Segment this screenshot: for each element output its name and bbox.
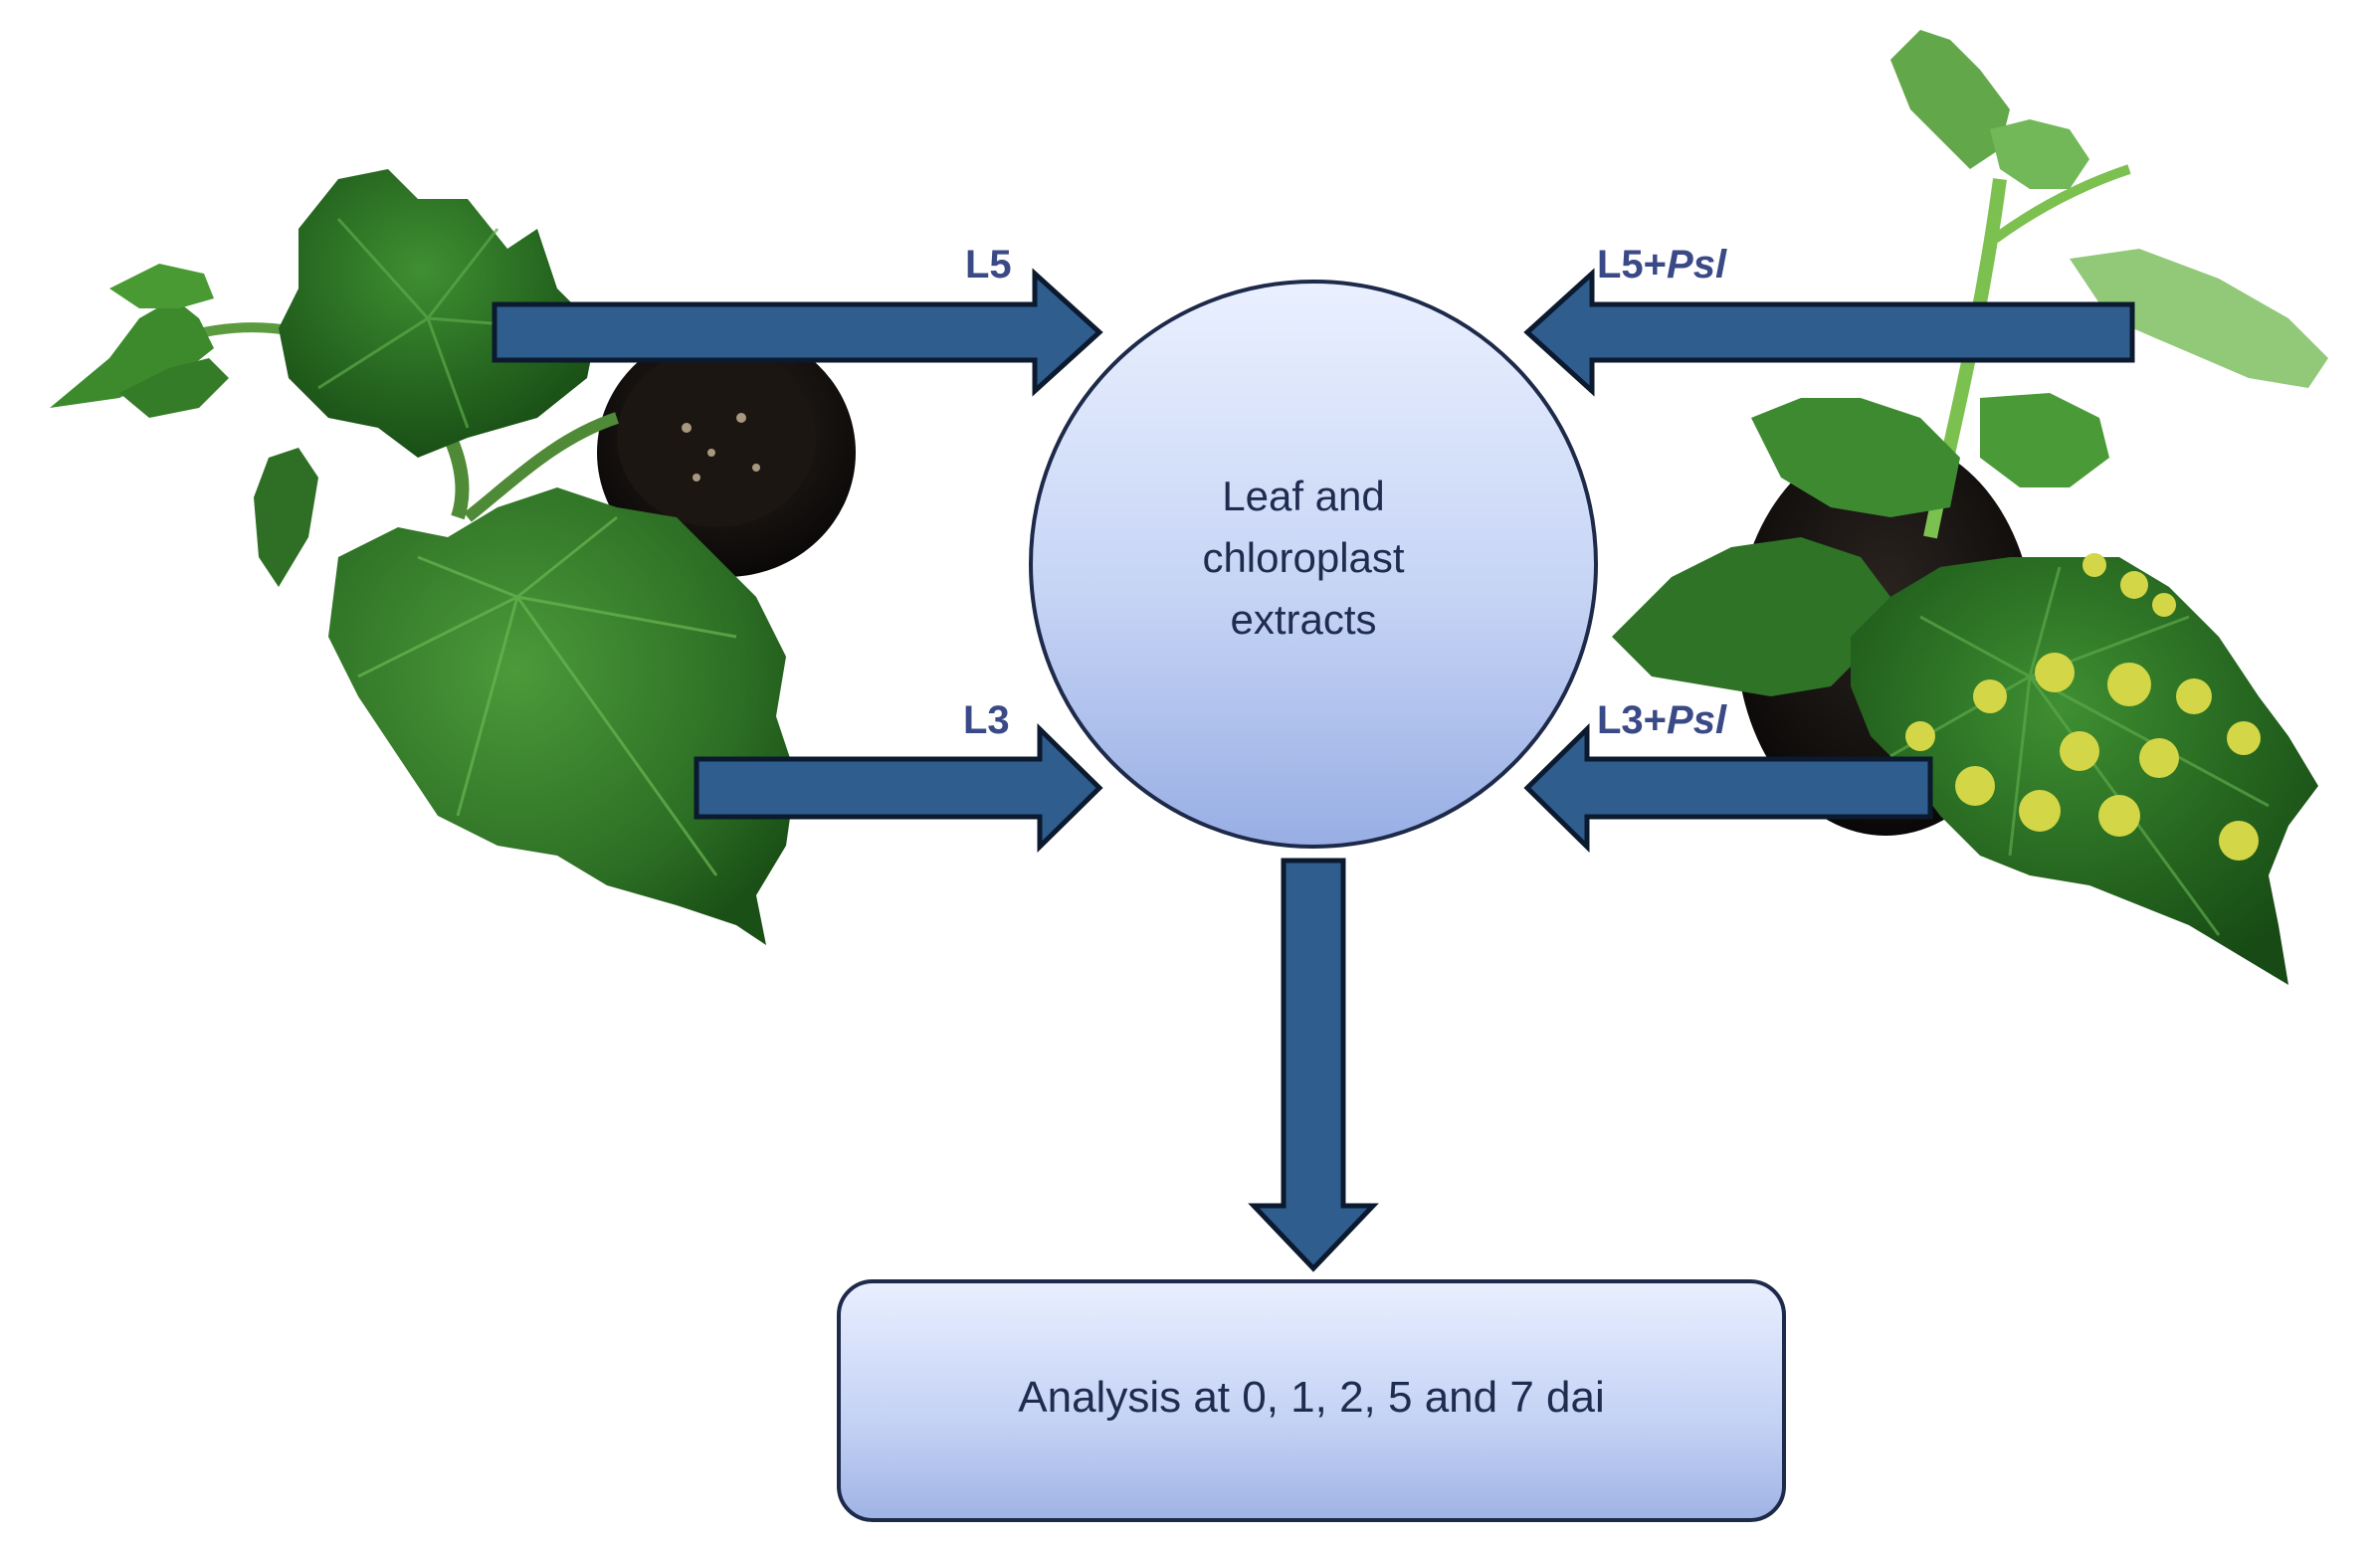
label-l5-psl: L5+Psl — [1597, 245, 1726, 285]
label-l3-psl: L3+Psl — [1597, 700, 1726, 740]
healthy-cucumber-plant-icon — [50, 169, 856, 945]
label-l5-psl-suffix: Psl — [1667, 243, 1727, 287]
arrow-down — [1248, 858, 1379, 1272]
center-line-1: Leaf and — [1222, 473, 1385, 519]
label-l3: L3 — [963, 700, 1010, 740]
label-l3-psl-prefix: L3+ — [1597, 698, 1668, 742]
arrows — [492, 268, 2135, 1272]
analysis-box — [837, 1279, 1786, 1522]
label-l5: L5 — [965, 245, 1012, 285]
center-line-2: chloroplast — [1202, 534, 1405, 581]
label-l5-text: L5 — [965, 243, 1012, 287]
label-l5-psl-prefix: L5+ — [1597, 243, 1668, 287]
analysis-label: Analysis at 0, 1, 2, 5 and 7 dai — [1018, 1373, 1605, 1422]
arrow-l3-psl — [1523, 723, 1933, 853]
arrow-l3 — [694, 723, 1103, 853]
arrow-l5-psl — [1523, 268, 2135, 397]
label-l3-text: L3 — [963, 698, 1010, 742]
center-line-3: extracts — [1230, 596, 1377, 643]
lesion-spots — [1905, 553, 2261, 861]
extracts-circle — [1029, 280, 1598, 849]
infected-cucumber-plant-icon — [1612, 30, 2328, 985]
center-label: Leaf and chloroplast extracts — [1035, 466, 1572, 651]
label-l3-psl-suffix: Psl — [1667, 698, 1727, 742]
arrow-l5 — [492, 268, 1103, 397]
